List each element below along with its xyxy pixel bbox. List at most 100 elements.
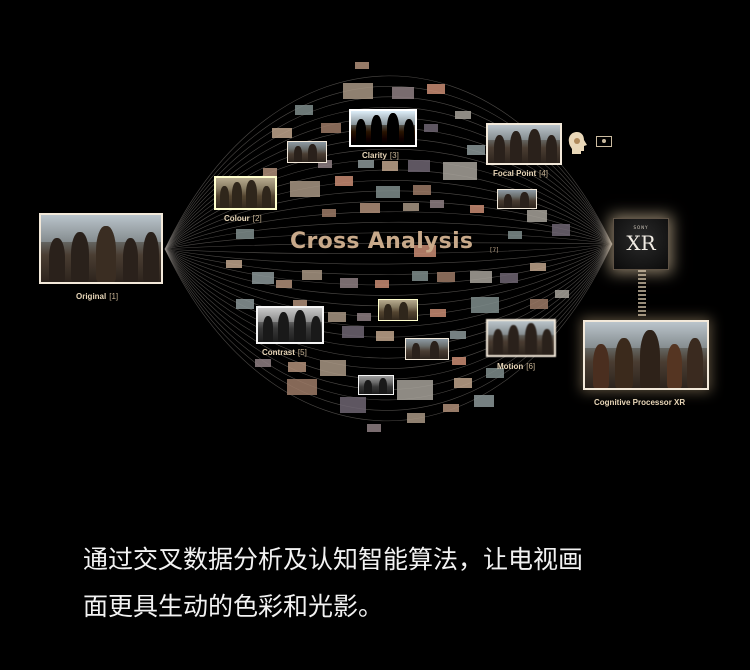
caption-text: 通过交叉数据分析及认知智能算法，让电视画 面更具生动的色彩和光影。 bbox=[0, 536, 750, 630]
data-tile bbox=[555, 290, 569, 298]
contrast-label-text: Contrast bbox=[262, 348, 295, 357]
data-tile bbox=[335, 176, 353, 186]
data-tile bbox=[276, 280, 292, 288]
data-tile bbox=[408, 160, 430, 172]
data-tile bbox=[470, 205, 484, 213]
clarity-label: Clarity[3] bbox=[362, 151, 399, 160]
data-tile bbox=[530, 299, 548, 309]
data-tile bbox=[455, 111, 471, 119]
contrast-ref: [5] bbox=[298, 348, 307, 357]
processor-label: Cognitive Processor XR bbox=[594, 398, 685, 407]
caption-line-1: 通过交叉数据分析及认知智能算法，让电视画 bbox=[0, 536, 750, 583]
colour-label-text: Colour bbox=[224, 214, 250, 223]
data-tile bbox=[263, 168, 277, 176]
data-tile bbox=[367, 424, 381, 432]
data-tile bbox=[403, 203, 419, 211]
data-tile bbox=[288, 362, 306, 372]
focal-point-label: Focal Point[4] bbox=[493, 169, 548, 178]
data-tile bbox=[290, 181, 320, 197]
data-tile bbox=[552, 224, 570, 236]
data-tile bbox=[376, 186, 400, 198]
data-tile bbox=[252, 272, 274, 284]
cross-analysis-title: Cross Analysis bbox=[290, 229, 473, 254]
data-tile bbox=[295, 105, 313, 115]
contrast-label: Contrast[5] bbox=[262, 348, 307, 357]
data-tile bbox=[272, 128, 292, 138]
caption-line-2: 面更具生动的色彩和光影。 bbox=[0, 583, 750, 630]
data-tile bbox=[343, 83, 373, 99]
data-tile bbox=[454, 378, 472, 388]
original-label-text: Original bbox=[76, 292, 106, 301]
clarity-thumbnail bbox=[349, 109, 417, 147]
data-tile bbox=[255, 359, 271, 367]
cross-analysis-diagram: Original[1] Colour[2] Clarity[3] Focal P… bbox=[0, 0, 750, 500]
data-tile bbox=[470, 271, 492, 283]
original-label: Original[1] bbox=[76, 292, 118, 301]
data-tile bbox=[340, 397, 366, 413]
motion-label: Motion[6] bbox=[497, 362, 535, 371]
image-tile bbox=[497, 189, 537, 209]
focal-point-ref: [4] bbox=[539, 169, 548, 178]
data-tile bbox=[452, 357, 466, 365]
image-tile bbox=[287, 141, 327, 163]
data-tile bbox=[360, 203, 380, 213]
colour-thumbnail bbox=[214, 176, 277, 210]
data-tile bbox=[287, 379, 317, 395]
focal-point-thumbnail bbox=[486, 123, 562, 165]
data-tile bbox=[527, 210, 547, 222]
image-tile bbox=[405, 338, 449, 360]
data-tile bbox=[467, 145, 485, 155]
colour-ref: [2] bbox=[253, 214, 262, 223]
data-tile bbox=[413, 185, 431, 195]
focal-point-label-text: Focal Point bbox=[493, 169, 536, 178]
data-tile bbox=[500, 273, 518, 283]
motion-thumbnail bbox=[486, 319, 556, 357]
contrast-thumbnail bbox=[256, 306, 324, 344]
data-tile bbox=[375, 280, 389, 288]
data-tile bbox=[412, 271, 428, 281]
data-tile bbox=[508, 231, 522, 239]
xr-processor-chip: SONY XR bbox=[613, 218, 669, 270]
cross-analysis-ref: [7] bbox=[490, 247, 499, 254]
processing-beam bbox=[638, 270, 646, 318]
data-tile bbox=[376, 331, 394, 341]
data-tile bbox=[392, 87, 414, 99]
data-tile bbox=[321, 123, 341, 133]
processor-label-text: Cognitive Processor XR bbox=[594, 398, 685, 407]
data-tile bbox=[382, 161, 398, 171]
data-tile bbox=[236, 299, 254, 309]
data-tile bbox=[437, 272, 455, 282]
data-tile bbox=[407, 413, 425, 423]
data-tile bbox=[474, 395, 494, 407]
clarity-label-text: Clarity bbox=[362, 151, 387, 160]
data-tile bbox=[342, 326, 364, 338]
colour-label: Colour[2] bbox=[224, 214, 262, 223]
original-thumbnail bbox=[39, 213, 163, 284]
image-tile bbox=[358, 375, 394, 395]
data-tile bbox=[530, 263, 546, 271]
original-ref: [1] bbox=[109, 292, 118, 301]
data-tile bbox=[226, 260, 242, 268]
processor-output-thumbnail bbox=[583, 320, 709, 390]
image-tile bbox=[378, 299, 418, 321]
tv-screen-icon bbox=[596, 136, 612, 148]
data-tile bbox=[236, 229, 254, 239]
head-profile-icon bbox=[566, 131, 588, 155]
data-tile bbox=[427, 84, 445, 94]
data-tile bbox=[430, 309, 446, 317]
motion-ref: [6] bbox=[526, 362, 535, 371]
data-tile bbox=[443, 162, 477, 180]
clarity-ref: [3] bbox=[390, 151, 399, 160]
data-tile bbox=[320, 360, 346, 376]
data-tile bbox=[443, 404, 459, 412]
chip-model: XR bbox=[614, 231, 668, 255]
data-tile bbox=[430, 200, 444, 208]
motion-label-text: Motion bbox=[497, 362, 523, 371]
data-tile bbox=[322, 209, 336, 217]
data-tile bbox=[450, 331, 466, 339]
data-tile bbox=[358, 160, 374, 168]
data-tile bbox=[328, 312, 346, 322]
data-tile bbox=[340, 278, 358, 288]
data-tile bbox=[424, 124, 438, 132]
data-tile bbox=[355, 62, 369, 69]
